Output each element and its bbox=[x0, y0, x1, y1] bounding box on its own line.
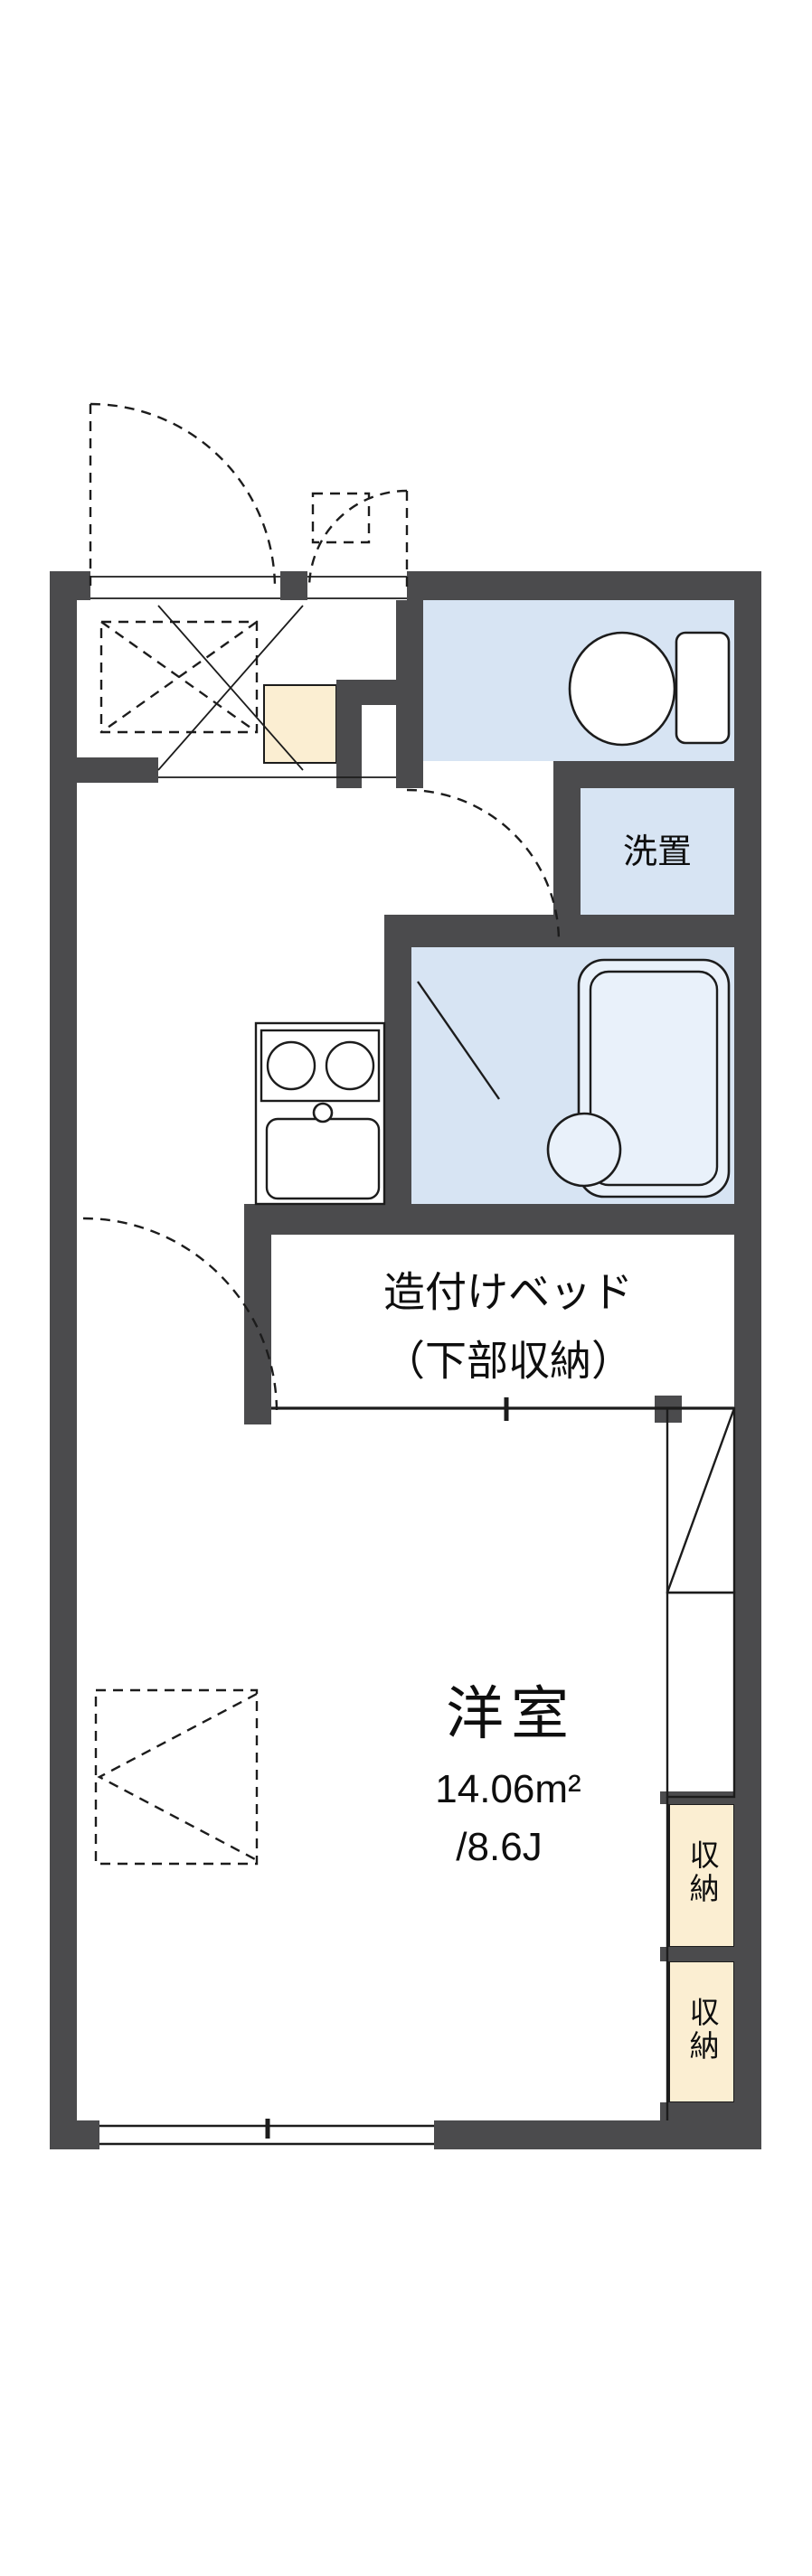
thin-lines bbox=[90, 576, 736, 2146]
wall-genkan-jog-v bbox=[336, 705, 362, 788]
room-area-m2-label: 14.06m² bbox=[435, 1766, 581, 1811]
wall-left bbox=[50, 571, 77, 2149]
room-door-swing bbox=[82, 1217, 279, 1413]
washer-space-label: 洗置 bbox=[622, 833, 693, 872]
toilet-tank bbox=[675, 631, 731, 745]
wall-washer-left bbox=[553, 788, 581, 915]
pipe-space-lower bbox=[666, 1591, 736, 1799]
entrance-door-swing bbox=[90, 402, 277, 589]
wall-top-left bbox=[50, 571, 90, 600]
closet-opening-mark bbox=[97, 1692, 258, 1862]
storage-top-label: 収納 bbox=[685, 1839, 720, 1906]
wall-toilet-washer-divider bbox=[553, 761, 761, 788]
under-bed-storage-label: （下部収納） bbox=[383, 1337, 633, 1385]
kitchen-sink bbox=[265, 1117, 381, 1200]
washer-space-floor bbox=[581, 788, 734, 915]
burner-right-icon bbox=[325, 1040, 375, 1091]
main-room-label: 洋室 bbox=[446, 1680, 576, 1746]
wall-bed-left bbox=[244, 1235, 271, 1424]
stove bbox=[260, 1029, 381, 1103]
storage-bottom-label: 収納 bbox=[685, 1997, 720, 2064]
wall-bed-top bbox=[244, 1204, 761, 1235]
overhead-storage-dashed bbox=[99, 620, 259, 734]
burner-left-icon bbox=[266, 1040, 316, 1091]
genkan-cross-mark bbox=[157, 605, 304, 771]
wash-bowl bbox=[546, 1112, 622, 1188]
wall-top-right bbox=[407, 571, 761, 600]
built-in-bed-label: 造付けベッド bbox=[383, 1268, 633, 1316]
bathroom-door-line bbox=[417, 981, 500, 1100]
kitchen-counter bbox=[254, 1021, 386, 1206]
fixtures bbox=[254, 631, 731, 1206]
wall-storage-stub-bottom bbox=[660, 2102, 734, 2120]
room-area-tatami-label: /8.6J bbox=[456, 1824, 543, 1869]
closet-dashed-box bbox=[94, 1688, 259, 1866]
wall-top-mid bbox=[280, 571, 307, 600]
entrance-thresholds bbox=[90, 576, 407, 599]
toilet-bowl bbox=[568, 631, 676, 747]
wall-right bbox=[734, 571, 761, 2149]
wall-bottom-left bbox=[50, 2120, 99, 2149]
wall-bath-left bbox=[384, 947, 411, 1204]
pipe-space-diagonal bbox=[666, 1407, 736, 1594]
wall-storage-stub-mid bbox=[660, 1947, 734, 1961]
bathtub-inner bbox=[589, 970, 719, 1187]
shoe-cabinet bbox=[263, 684, 337, 764]
dashed-symbols bbox=[82, 402, 561, 1866]
walls bbox=[50, 571, 761, 2149]
wall-genkan-jog-h bbox=[336, 680, 423, 705]
wall-bath-top bbox=[384, 915, 761, 947]
overhead-storage-cross bbox=[100, 621, 258, 733]
faucet bbox=[312, 1102, 334, 1123]
wall-genkan-stub bbox=[77, 757, 158, 783]
wall-bottom-right bbox=[434, 2120, 761, 2149]
sub-door-swing bbox=[307, 489, 408, 589]
